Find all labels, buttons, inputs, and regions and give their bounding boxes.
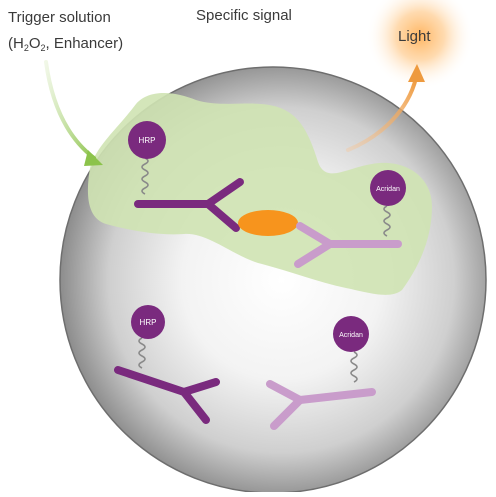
hrp-label-top: HRP	[139, 136, 156, 145]
trigger-reagents-label: (H2O2, Enhancer)	[8, 34, 123, 54]
hrp-enzyme-top	[128, 121, 166, 159]
linker-spring-bottom-left	[138, 337, 146, 369]
light-arrow-icon	[346, 76, 418, 152]
trigger-arrow-icon	[44, 60, 96, 160]
acridan-label-top: Acridan	[376, 186, 400, 193]
hrp-label-bottom: HRP	[140, 318, 157, 327]
h2-subscript: 2	[23, 43, 29, 53]
acridan-top	[370, 170, 406, 206]
trigger-solution-label: Trigger solution	[8, 9, 111, 26]
hrp-enzyme-bottom	[131, 305, 165, 339]
trigger-arrowhead-icon	[84, 150, 103, 166]
trigger-open-text: (H	[8, 35, 24, 52]
o2-subscript: 2	[40, 43, 46, 53]
acridan-antibody-top: Acridan	[294, 170, 406, 268]
acridan-bottom	[333, 316, 369, 352]
hrp-antibody-bottom: HRP	[114, 305, 220, 424]
specific-signal-label: Specific signal	[196, 7, 292, 24]
light-label: Light	[398, 28, 431, 45]
antigen	[238, 210, 298, 236]
light-arrowhead-icon	[408, 64, 425, 82]
acridan-antibody-bottom: Acridan	[266, 316, 376, 430]
hrp-antibody-top: HRP	[128, 121, 244, 232]
linker-spring-top-left	[141, 157, 149, 195]
linker-spring-bottom-right	[350, 351, 358, 383]
linker-spring-top-right	[383, 205, 391, 237]
trigger-oxygen-text: O	[28, 35, 41, 52]
acridan-label-bottom: Acridan	[339, 332, 363, 339]
light-glow-icon	[366, 0, 474, 90]
trigger-close-text: , Enhancer)	[45, 35, 124, 52]
